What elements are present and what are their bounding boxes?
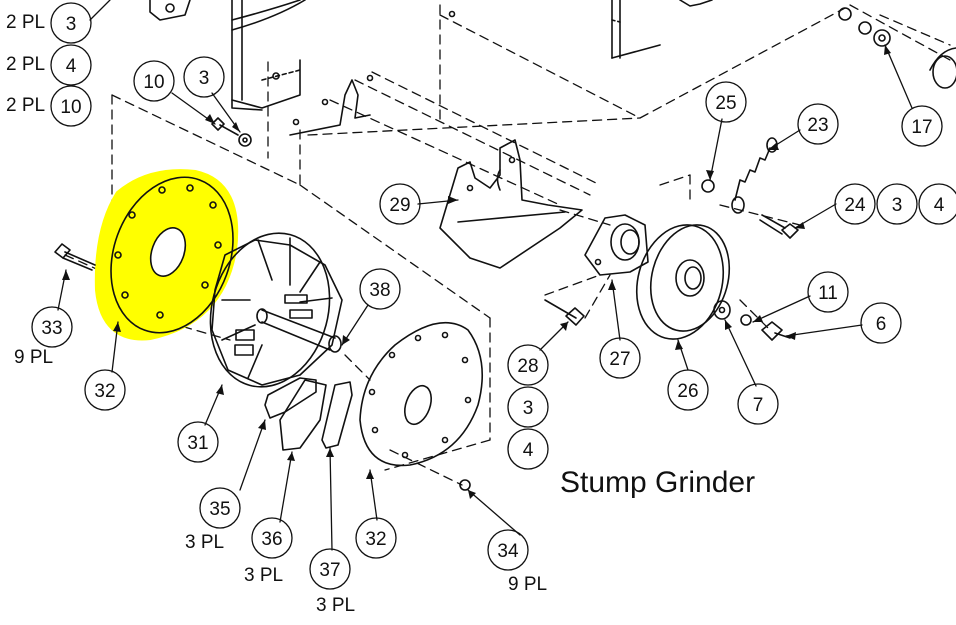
- callout-number: 4: [66, 56, 77, 77]
- callout-number: 32: [94, 381, 115, 402]
- callout-circle: [705, 81, 747, 123]
- callout-number: 31: [187, 433, 208, 454]
- callout-number: 3: [523, 398, 534, 419]
- qty-label-part-33: 9 PL: [14, 347, 54, 368]
- leader-arrowheads: [62, 45, 891, 499]
- parts-7-11-6: [713, 300, 791, 341]
- qty-label-part-3: 2 PL: [6, 12, 46, 33]
- callout-number: 4: [934, 195, 945, 216]
- callout-number: 10: [143, 72, 164, 93]
- callout-number: 25: [715, 93, 736, 114]
- callout-circle: [84, 369, 126, 411]
- qty-label-part-10: 2 PL: [6, 95, 46, 116]
- callout-circle: [507, 386, 549, 428]
- callout-circle: [860, 302, 902, 344]
- callout-number: 37: [319, 560, 340, 581]
- qty-label-part-37: 3 PL: [316, 595, 356, 616]
- callout-circle: [667, 369, 709, 411]
- callout-number: 34: [497, 541, 519, 562]
- callout-circle: [876, 183, 918, 225]
- nut-34: [459, 479, 471, 491]
- callout-circles: [31, 2, 956, 590]
- callout-number: 6: [876, 314, 887, 335]
- qty-label-part-34: 9 PL: [508, 574, 548, 595]
- parts-top-right: [838, 7, 956, 89]
- part-29-mount: [439, 139, 583, 269]
- callout-number: 36: [261, 529, 282, 550]
- part-32-left-disc: [94, 169, 239, 341]
- callout-circle: [797, 103, 839, 145]
- callout-circle: [507, 344, 549, 386]
- callout-numbers: 3 4 10 10 3 33 32 31 38 35 36 37 32 34 2…: [41, 14, 944, 581]
- callout-number: 38: [369, 280, 390, 301]
- callout-number: 17: [911, 117, 932, 138]
- callout-circle: [901, 105, 943, 147]
- qty-label-part-4: 2 PL: [6, 54, 46, 75]
- callout-circle: [309, 548, 351, 590]
- callout-number: 7: [753, 395, 764, 416]
- upper-housing: [149, 0, 306, 111]
- callout-circle: [507, 428, 549, 470]
- callout-circle: [355, 517, 397, 559]
- qty-label-part-36: 3 PL: [244, 565, 284, 586]
- callout-circle: [599, 337, 641, 379]
- callout-number: 27: [609, 349, 630, 370]
- guard-plate: [289, 10, 456, 136]
- callout-number: 11: [818, 283, 838, 304]
- callout-circle: [918, 183, 956, 225]
- callout-number: 35: [209, 499, 230, 520]
- part-32-right-disc: [359, 322, 483, 467]
- callout-number: 33: [41, 318, 62, 339]
- callout-number: 4: [523, 440, 534, 461]
- callout-circle: [50, 2, 92, 44]
- cutter-teeth: [264, 377, 353, 451]
- callout-circle: [737, 383, 779, 425]
- parts-25-23-24: [701, 137, 799, 239]
- callout-number: 28: [517, 356, 538, 377]
- bolt-10: [211, 117, 252, 147]
- callout-circle: [183, 56, 225, 98]
- callout-circle: [807, 271, 849, 313]
- callout-number: 3: [892, 195, 903, 216]
- callout-circle: [487, 529, 529, 571]
- callout-number: 3: [199, 68, 210, 89]
- part-31-cutter-wheel: [209, 232, 343, 388]
- bolt-28: [544, 299, 585, 326]
- callout-number: 29: [389, 195, 410, 216]
- callout-number: 23: [807, 115, 828, 136]
- callout-circle: [834, 183, 876, 225]
- callout-number: 26: [677, 381, 698, 402]
- callout-number: 32: [365, 529, 386, 550]
- qty-label-part-35: 3 PL: [185, 532, 225, 553]
- bolt-33: [54, 243, 96, 271]
- callout-circle: [359, 268, 401, 310]
- callout-circle: [199, 487, 241, 529]
- part-27-bearing: [584, 214, 649, 276]
- callout-number: 10: [60, 97, 81, 118]
- callout-circle: [50, 85, 92, 127]
- callout-circle: [31, 306, 73, 348]
- callout-circle: [50, 44, 92, 86]
- callout-circle: [251, 517, 293, 559]
- callout-circle: [379, 183, 421, 225]
- callout-number: 3: [66, 14, 77, 35]
- callout-number: 24: [844, 195, 866, 216]
- part-26-pulley: [635, 224, 731, 340]
- upper-box: [611, 0, 713, 59]
- callout-circle: [177, 421, 219, 463]
- callout-circle: [133, 60, 175, 102]
- diagram-title: Stump Grinder: [560, 466, 756, 499]
